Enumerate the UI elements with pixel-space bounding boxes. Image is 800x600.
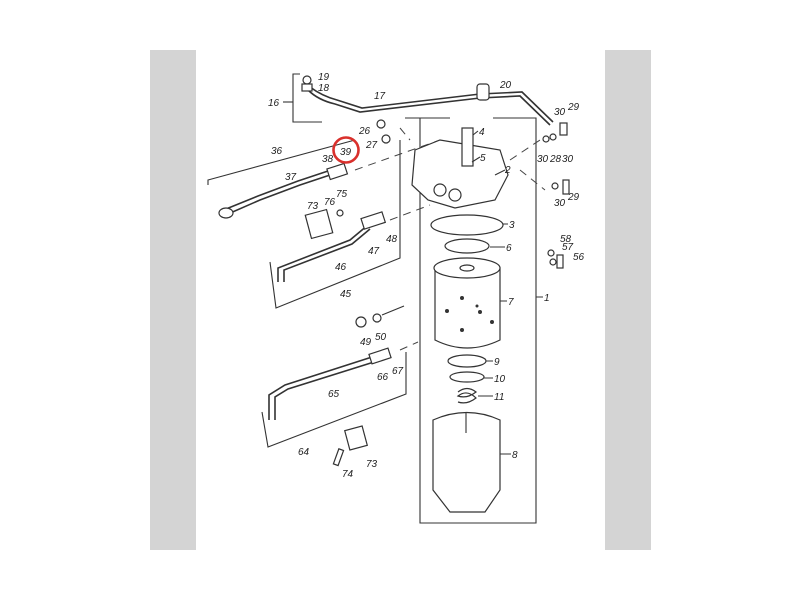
filter-element-7 (434, 267, 501, 349)
label-27: 27 (365, 140, 378, 151)
label-57: 57 (562, 242, 574, 253)
label-30b: 30 (537, 154, 549, 165)
clamp-20 (476, 83, 490, 101)
highlight-circle-39 (332, 136, 360, 164)
label-74: 74 (342, 469, 354, 480)
label-19: 19 (318, 72, 330, 83)
label-73b: 73 (366, 459, 378, 470)
fitting-47 (360, 211, 387, 230)
label-56: 56 (573, 252, 585, 263)
label-16: 16 (268, 98, 280, 109)
washer-76 (336, 209, 344, 217)
label-20: 20 (499, 80, 512, 91)
label-66: 66 (377, 372, 389, 383)
pipe-46 (277, 224, 369, 282)
label-37: 37 (285, 172, 297, 183)
label-49: 49 (360, 337, 372, 348)
washer-27 (381, 134, 391, 144)
label-17: 17 (374, 91, 386, 102)
oring-3 (430, 214, 504, 236)
bolt-29 (559, 122, 568, 136)
label-26: 26 (358, 126, 371, 137)
part-labels: 16 17 18 19 20 26 27 28 29 30 30 28 30 2… (268, 72, 585, 480)
left-gray-panel (150, 50, 196, 550)
label-39: 39 (340, 147, 352, 158)
bracket-16 (292, 73, 322, 123)
label-46: 46 (335, 262, 347, 273)
label-65: 65 (328, 389, 340, 400)
label-3: 3 (509, 220, 515, 231)
banjo-37 (218, 207, 234, 219)
label-5: 5 (480, 153, 486, 164)
washer-10 (449, 371, 485, 383)
label-28b: 28 (549, 154, 562, 165)
label-7: 7 (508, 297, 514, 308)
pipe-17 (307, 89, 551, 126)
label-45: 45 (340, 289, 352, 300)
clip-73 (304, 208, 334, 240)
label-58: 58 (560, 234, 572, 245)
banjo-bolt-19 (302, 75, 312, 85)
bracket-45 (269, 140, 401, 309)
bracket-49-50 (381, 305, 405, 316)
label-30c: 30 (562, 154, 574, 165)
label-48: 48 (386, 234, 398, 245)
label-47: 47 (368, 246, 380, 257)
filter-bowl-8 (432, 411, 501, 513)
label-64: 64 (298, 447, 310, 458)
label-4: 4 (479, 127, 485, 138)
seal-6 (444, 238, 490, 254)
label-1: 1 (544, 293, 550, 304)
bolt-4 (461, 127, 474, 167)
label-9: 9 (494, 357, 500, 368)
label-2: 2 (504, 165, 511, 176)
label-76: 76 (324, 197, 336, 208)
label-50: 50 (375, 332, 387, 343)
bracket-36 (207, 139, 356, 185)
fitting-66 (368, 347, 392, 365)
bracket-1 (405, 117, 537, 524)
pipe-37 (227, 174, 331, 215)
plate-9 (447, 354, 487, 368)
bolt-29b (562, 179, 570, 195)
label-67: 67 (392, 366, 404, 377)
label-36: 36 (271, 146, 283, 157)
nut-18 (301, 83, 313, 92)
label-29: 29 (567, 102, 580, 113)
label-38: 38 (322, 154, 334, 165)
label-11: 11 (494, 392, 504, 403)
label-73: 73 (307, 201, 319, 212)
bolt-26 (376, 119, 386, 129)
clip-73b (343, 425, 369, 451)
label-6: 6 (506, 243, 512, 254)
label-8: 8 (512, 450, 518, 461)
bolt-56 (556, 254, 564, 269)
bolt-74 (332, 448, 345, 467)
label-18: 18 (318, 83, 330, 94)
label-30: 30 (554, 107, 566, 118)
spring-11 (456, 387, 477, 404)
label-10: 10 (494, 374, 506, 385)
label-30d: 30 (554, 198, 566, 209)
right-gray-panel (605, 50, 651, 550)
bracket-64 (261, 352, 407, 448)
pipe-65 (268, 356, 373, 420)
label-75: 75 (336, 189, 348, 200)
fitting-38 (326, 162, 349, 181)
bolt-49 (355, 316, 367, 328)
washer-50 (372, 313, 382, 323)
label-29b: 29 (567, 192, 580, 203)
